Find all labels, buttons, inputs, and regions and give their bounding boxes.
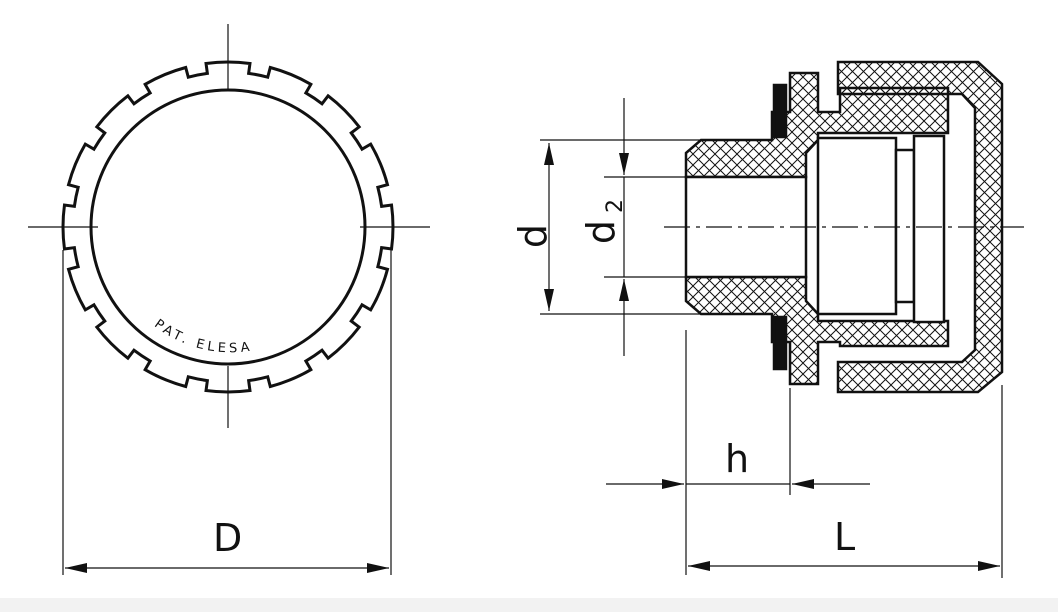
D-label: D	[213, 516, 242, 560]
d-label: d	[511, 224, 555, 248]
side-view	[684, 60, 1004, 394]
front-view	[28, 24, 430, 575]
side-dims	[540, 98, 1003, 578]
cap-shell	[836, 60, 1004, 394]
black-gasket-bottom	[772, 315, 788, 371]
inner-bore	[816, 136, 898, 316]
inner-ring	[89, 88, 367, 366]
d2-label-base: d	[579, 220, 623, 244]
bottom-band	[0, 598, 1058, 612]
h-label: h	[725, 437, 749, 481]
knurled-outer-ring	[61, 60, 395, 394]
L-label: L	[834, 515, 855, 559]
inner-plug	[894, 148, 916, 304]
d2-label-sub: 2	[603, 199, 628, 213]
body-section-lower	[684, 275, 950, 386]
thread-opening	[684, 175, 808, 279]
black-gasket-top	[772, 83, 788, 139]
body-section-upper	[684, 71, 950, 179]
inner-disc	[912, 134, 946, 324]
d2-label: d 2	[579, 199, 628, 244]
